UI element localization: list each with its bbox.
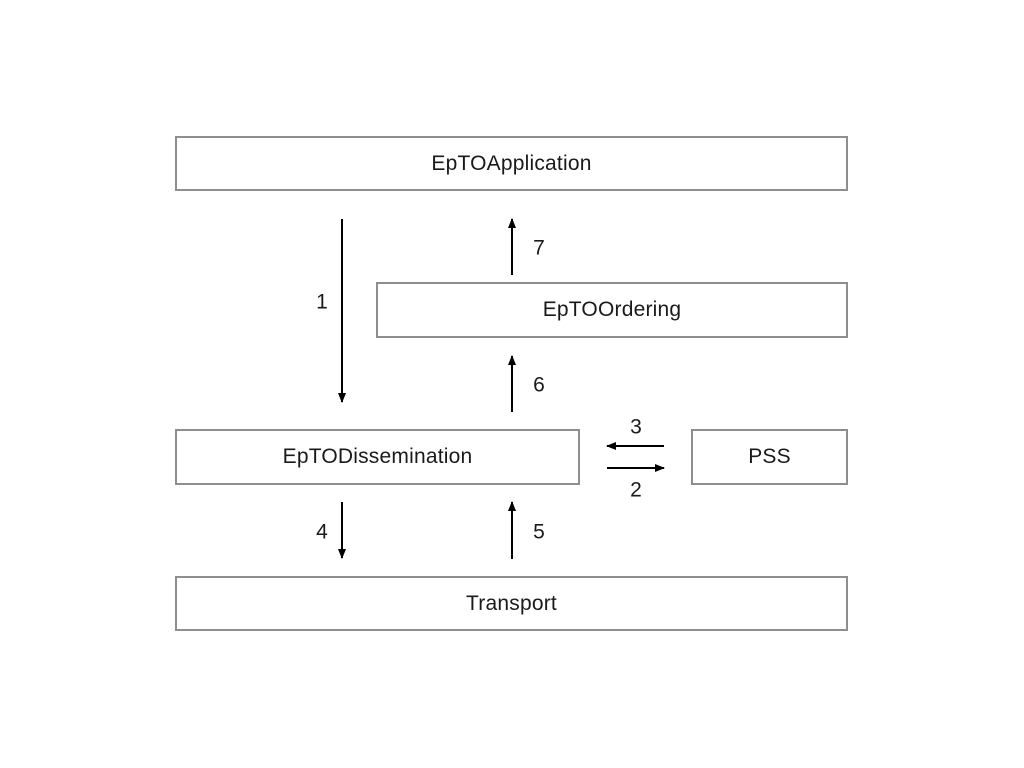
pss-label: PSS	[748, 445, 791, 468]
transport-box: Transport	[175, 576, 848, 631]
step-label-4: 4	[316, 520, 328, 544]
step-label-3: 3	[630, 415, 642, 439]
epto-dissemination-box: EpTODissemination	[175, 429, 580, 485]
step-label-2: 2	[630, 478, 642, 502]
epto-application-label: EpTOApplication	[431, 151, 592, 175]
epto-ordering-box: EpTOOrdering	[376, 282, 848, 338]
transport-label: Transport	[466, 591, 557, 615]
step-label-7: 7	[533, 236, 545, 260]
epto-application-box: EpTOApplication	[175, 136, 848, 191]
step-label-1: 1	[316, 290, 328, 314]
pss-box: PSS	[691, 429, 848, 485]
step-label-6: 6	[533, 373, 545, 397]
epto-dissemination-label: EpTODissemination	[282, 445, 473, 468]
step-label-5: 5	[533, 520, 545, 544]
epto-ordering-label: EpTOOrdering	[542, 298, 682, 321]
